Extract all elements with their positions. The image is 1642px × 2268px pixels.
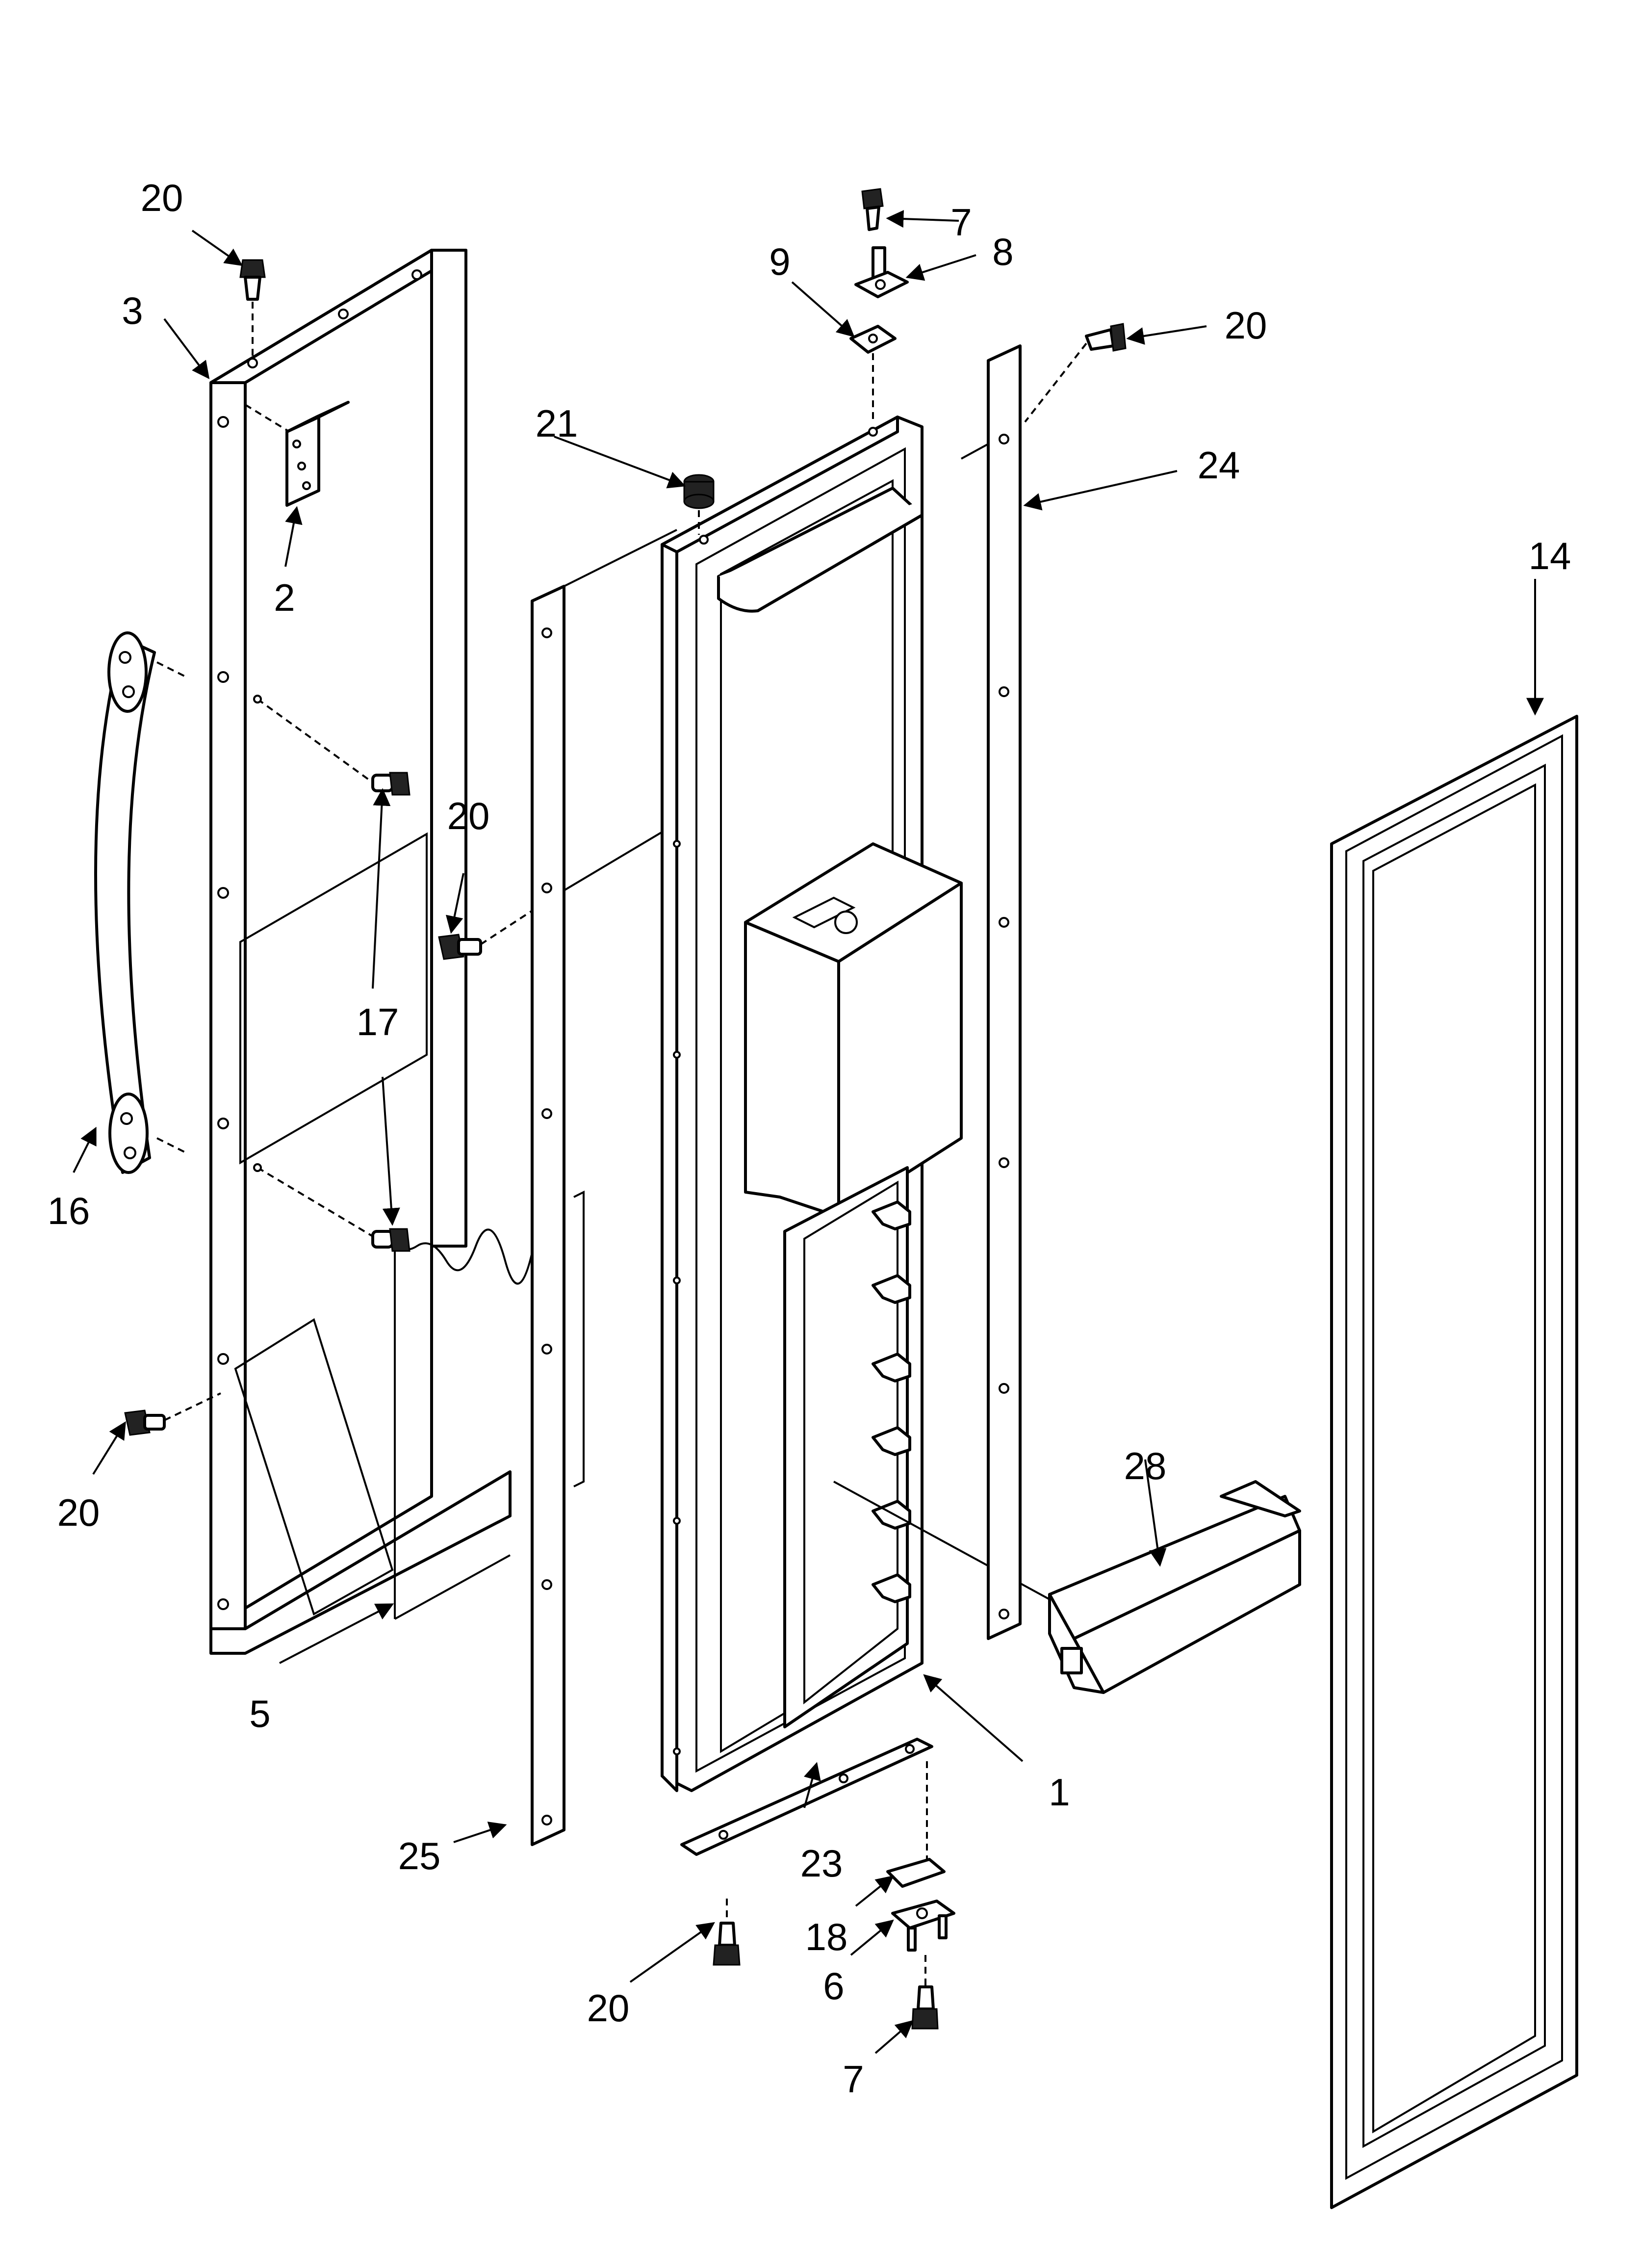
callout-labels: 20 3 2 20 17 16 20 5 25 21 9 7 8 20 24 1… [48, 176, 1571, 2101]
inner-door-liner [661, 416, 1050, 1792]
top-hinge-pin [854, 246, 909, 298]
callout-20-top-left: 20 [141, 176, 183, 219]
door-gasket [1330, 715, 1578, 2209]
callout-1: 1 [1049, 1771, 1070, 1814]
screw-lower-left [124, 1392, 221, 1436]
handle-screw-upper [253, 695, 410, 796]
screw-top-left [239, 259, 266, 358]
callout-2: 2 [274, 576, 295, 619]
callout-8: 8 [992, 230, 1013, 273]
callout-21: 21 [536, 402, 578, 445]
top-hinge-shim [849, 325, 897, 422]
door-bin [1048, 1480, 1301, 1694]
callout-25: 25 [398, 1834, 441, 1877]
bottom-hinge-shim [886, 1761, 946, 1888]
screw-middle [438, 902, 545, 960]
callout-5: 5 [249, 1692, 270, 1735]
bottom-hinge-screw [911, 1955, 939, 2030]
callout-20-middle: 20 [447, 794, 490, 837]
screw-top-right [1024, 323, 1127, 423]
hinge-bushing [683, 474, 715, 535]
callout-6: 6 [823, 1964, 844, 2007]
door-handle [94, 631, 187, 1174]
callout-3: 3 [122, 289, 143, 332]
callout-24: 24 [1198, 443, 1240, 487]
callout-23: 23 [800, 1842, 843, 1885]
callout-20-bottom: 20 [587, 1986, 630, 2030]
callout-17: 17 [357, 1000, 399, 1043]
side-trim-strip-right [961, 344, 1022, 1640]
callout-16: 16 [48, 1189, 90, 1232]
top-hinge-screw [861, 188, 884, 231]
side-trim-strip-left [531, 529, 677, 1846]
screw-bottom [713, 1899, 741, 1966]
handle-screw-lower [253, 1163, 410, 1252]
outer-door-panel [209, 249, 555, 1655]
callout-20-top-right: 20 [1225, 304, 1267, 347]
callout-28: 28 [1124, 1444, 1167, 1487]
leader-lines [73, 210, 1544, 2054]
bottom-hinge [891, 1900, 955, 1952]
callout-7-bottom: 7 [843, 2058, 864, 2101]
callout-9: 9 [769, 240, 790, 283]
callout-14: 14 [1529, 534, 1571, 577]
callout-20-lower-left: 20 [57, 1491, 100, 1534]
callout-7-top: 7 [950, 201, 972, 244]
hinge-bracket [244, 401, 350, 507]
callout-18: 18 [805, 1915, 848, 1958]
